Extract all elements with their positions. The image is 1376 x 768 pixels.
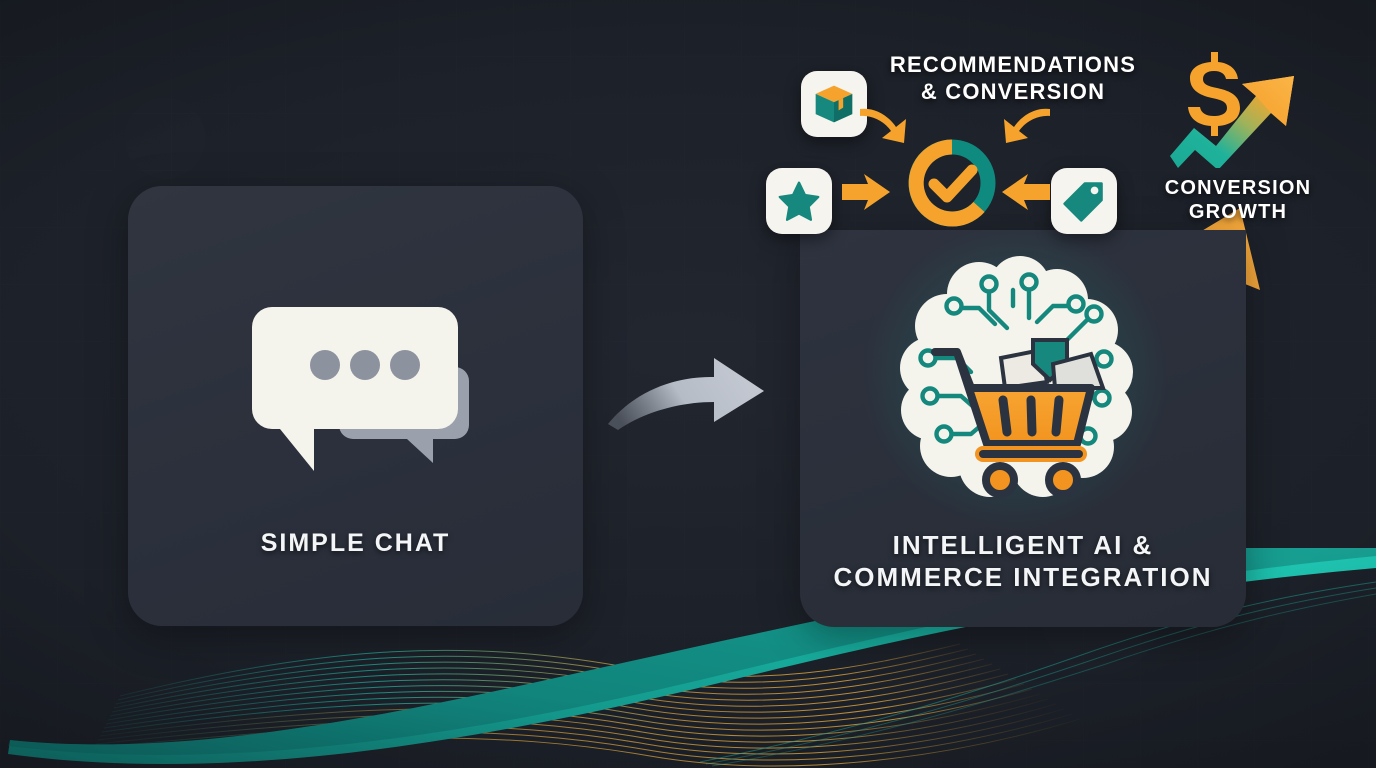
- dollar-growth-chart-icon: $: [1170, 52, 1294, 168]
- price-tag-icon: [1063, 182, 1103, 222]
- dollar-sign-icon: $: [1188, 52, 1240, 136]
- typing-dots: [310, 350, 420, 380]
- ai-brain-shopping-cart-icon: [861, 222, 1171, 532]
- star-icon: [778, 181, 820, 221]
- recommendations-heading: RECOMMENDATIONS & CONVERSION: [880, 52, 1146, 106]
- conversion-growth-heading: CONVERSION GROWTH: [1140, 176, 1336, 225]
- conversion-growth-heading-line-2: GROWTH: [1188, 201, 1288, 224]
- package-box-icon: [815, 85, 853, 123]
- label-line-1: INTELLIGENT AI &: [892, 530, 1154, 560]
- package-box-tile[interactable]: [801, 71, 867, 137]
- check-circle-icon: [908, 139, 996, 227]
- chat-bubbles-icon: [248, 291, 478, 471]
- recommendations-heading-line-2: & CONVERSION: [920, 78, 1106, 104]
- recommendations-heading-line-1: RECOMMENDATIONS: [889, 52, 1137, 77]
- simple-chat-panel[interactable]: SIMPLE CHAT: [128, 186, 583, 626]
- cart-items: [998, 338, 1106, 391]
- simple-chat-label: SIMPLE CHAT: [260, 529, 451, 557]
- curved-right-arrow-icon: [608, 358, 764, 430]
- price-tag-tile[interactable]: [1051, 168, 1117, 234]
- orange-arrow-left-icon: [1002, 174, 1050, 210]
- zigzag-arrow-highlight: [1242, 76, 1294, 126]
- orange-arrow-down-left-icon: [1004, 108, 1050, 143]
- brain-circuit-nodes: [918, 272, 1114, 446]
- orange-arrow-down-right-icon: [860, 108, 906, 143]
- conversion-growth-heading-line-1: CONVERSION: [1164, 177, 1312, 199]
- intelligent-ai-commerce-label: INTELLIGENT AI & COMMERCE INTEGRATION: [800, 530, 1246, 593]
- star-tile[interactable]: [766, 168, 832, 234]
- orange-arrow-right-icon: [842, 174, 890, 210]
- label-line-2: COMMERCE INTEGRATION: [833, 561, 1213, 592]
- chat-bubble-front: [252, 307, 458, 471]
- shopping-cart-icon: [931, 348, 1095, 498]
